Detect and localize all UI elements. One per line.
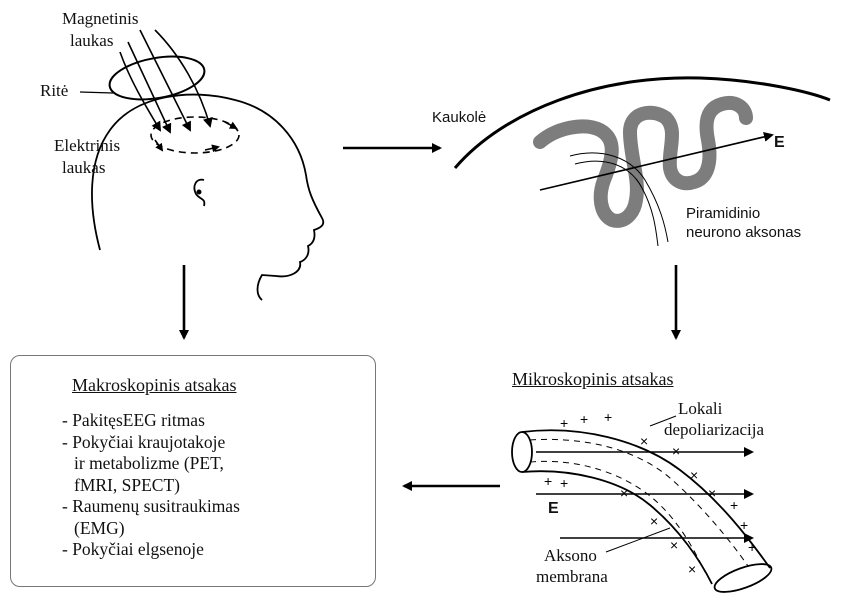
magnetic-field-lines bbox=[120, 30, 210, 132]
head-outline bbox=[92, 95, 323, 300]
svg-text:×: × bbox=[688, 561, 696, 577]
svg-text:+: + bbox=[544, 473, 552, 489]
cortex-field-label: E bbox=[774, 134, 785, 152]
skull-label: Kaukolė bbox=[432, 108, 486, 127]
svg-text:×: × bbox=[620, 485, 628, 501]
svg-text:+: + bbox=[730, 497, 738, 513]
micro-response-title: Mikroskopinis atsakas bbox=[512, 369, 674, 390]
svg-text:+: + bbox=[740, 517, 748, 533]
svg-text:+: + bbox=[560, 415, 568, 431]
list-item: - Pokyčiai kraujotakoje bbox=[62, 432, 240, 454]
cortex-field-vector bbox=[540, 135, 772, 190]
svg-text:×: × bbox=[690, 467, 698, 483]
axon-label-1: Piramidinio bbox=[686, 204, 760, 223]
list-item: fMRI, SPECT) bbox=[62, 475, 240, 497]
coil-label: Ritė bbox=[40, 80, 68, 101]
list-item: - PakitęsEEG ritmas bbox=[62, 410, 240, 432]
electric-field-label-2: laukas bbox=[62, 157, 105, 178]
skull-line bbox=[455, 78, 830, 168]
depolarization-label-1: Lokali bbox=[678, 398, 722, 419]
magnetic-field-label-2: laukas bbox=[70, 30, 113, 51]
svg-text:×: × bbox=[672, 443, 680, 459]
list-item: - Raumenų susitraukimas bbox=[62, 496, 240, 518]
micro-field-label: E bbox=[548, 500, 559, 518]
list-item: - Pokyčiai elgsenoje bbox=[62, 539, 240, 561]
electric-field-arrow-2 bbox=[225, 122, 236, 128]
axon-label-2: neurono aksonas bbox=[686, 223, 801, 242]
svg-text:×: × bbox=[708, 485, 716, 501]
svg-text:+: + bbox=[560, 475, 568, 491]
electric-field-arrow-1 bbox=[155, 140, 162, 150]
svg-text:×: × bbox=[670, 537, 678, 553]
electric-field-label-1: Elektrinis bbox=[54, 135, 120, 156]
membrane-label-2: membrana bbox=[536, 566, 608, 587]
electric-field-arrow-3 bbox=[205, 147, 218, 150]
svg-text:×: × bbox=[640, 433, 648, 449]
macro-response-list: - PakitęsEEG ritmas - Pokyčiai kraujotak… bbox=[62, 410, 240, 561]
svg-text:×: × bbox=[650, 513, 658, 529]
list-item: (EMG) bbox=[62, 518, 240, 540]
svg-text:+: + bbox=[604, 409, 612, 425]
svg-text:+: + bbox=[748, 539, 756, 555]
membrane-label-1: Aksono bbox=[544, 545, 597, 566]
macro-response-title: Makroskopinis atsakas bbox=[72, 375, 236, 396]
list-item: ir metabolizme (PET, bbox=[62, 453, 240, 475]
micro-field-arrows bbox=[536, 452, 752, 538]
coil-leader bbox=[80, 92, 113, 93]
membrane-leader bbox=[606, 528, 670, 552]
svg-text:+: + bbox=[580, 411, 588, 427]
axon-lines bbox=[570, 153, 668, 246]
coil bbox=[106, 50, 207, 106]
magnetic-field-label-1: Magnetinis bbox=[62, 8, 139, 29]
depolarization-label-2: depoliarizacija bbox=[664, 419, 764, 440]
